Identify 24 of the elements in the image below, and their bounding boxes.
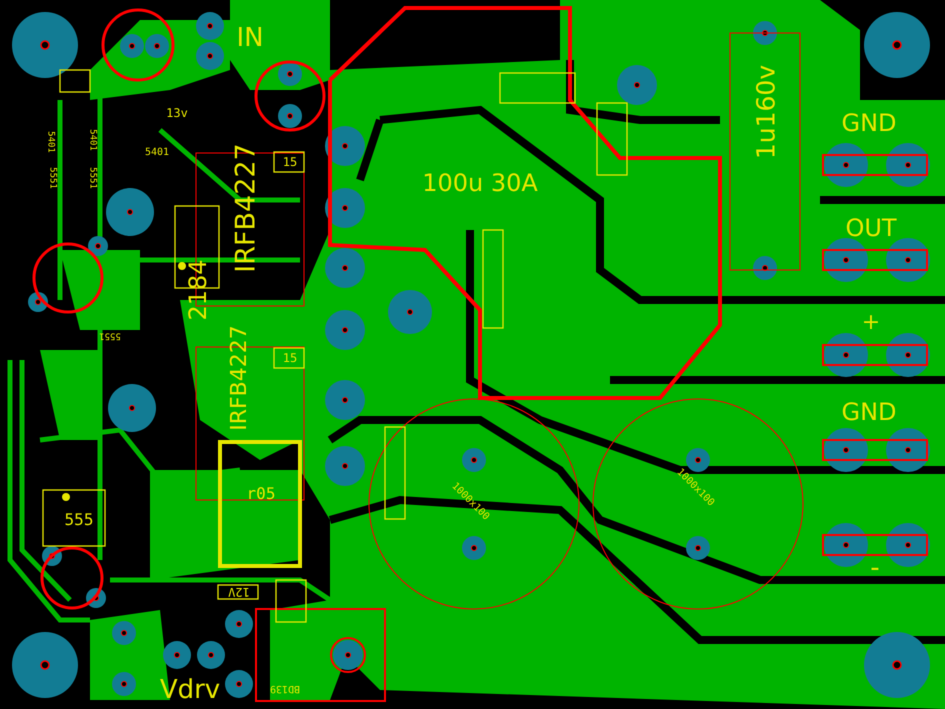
silkscreen-label: + <box>862 312 880 334</box>
silkscreen-label: IN <box>236 25 264 51</box>
silkscreen-label: OUT <box>845 216 897 240</box>
silkscreen-label: 13v <box>166 107 188 119</box>
silkscreen-label: 5551 <box>99 330 121 340</box>
silkscreen-label: GND <box>841 400 897 424</box>
silkscreen-label: 2184 <box>186 259 210 321</box>
silkscreen-label: 1u160v <box>754 64 778 160</box>
silkscreen-label: r05 <box>246 486 276 502</box>
silkscreen-label: 5551 <box>48 167 56 189</box>
silkscreen-label: IRFB4227 <box>229 325 251 431</box>
silkscreen-label: - <box>870 555 880 581</box>
silkscreen-label: IRFB4227 <box>232 143 260 273</box>
silkscreen-label: 100u 30A <box>422 171 538 195</box>
silkscreen-label: 15 <box>282 352 298 364</box>
silkscreen-label: 555 <box>64 512 94 528</box>
silkscreen-label: 12V <box>228 586 250 598</box>
silkscreen-label: 5401 <box>144 148 170 158</box>
silkscreen-label: 5551 <box>88 167 96 189</box>
silkscreen-label: 15 <box>282 156 298 168</box>
silkscreen-label: 5401 <box>88 129 96 151</box>
silkscreen-label: GND <box>841 111 897 135</box>
silkscreen-label: 5401 <box>46 131 54 153</box>
silkscreen-label: BD139 <box>270 683 300 693</box>
